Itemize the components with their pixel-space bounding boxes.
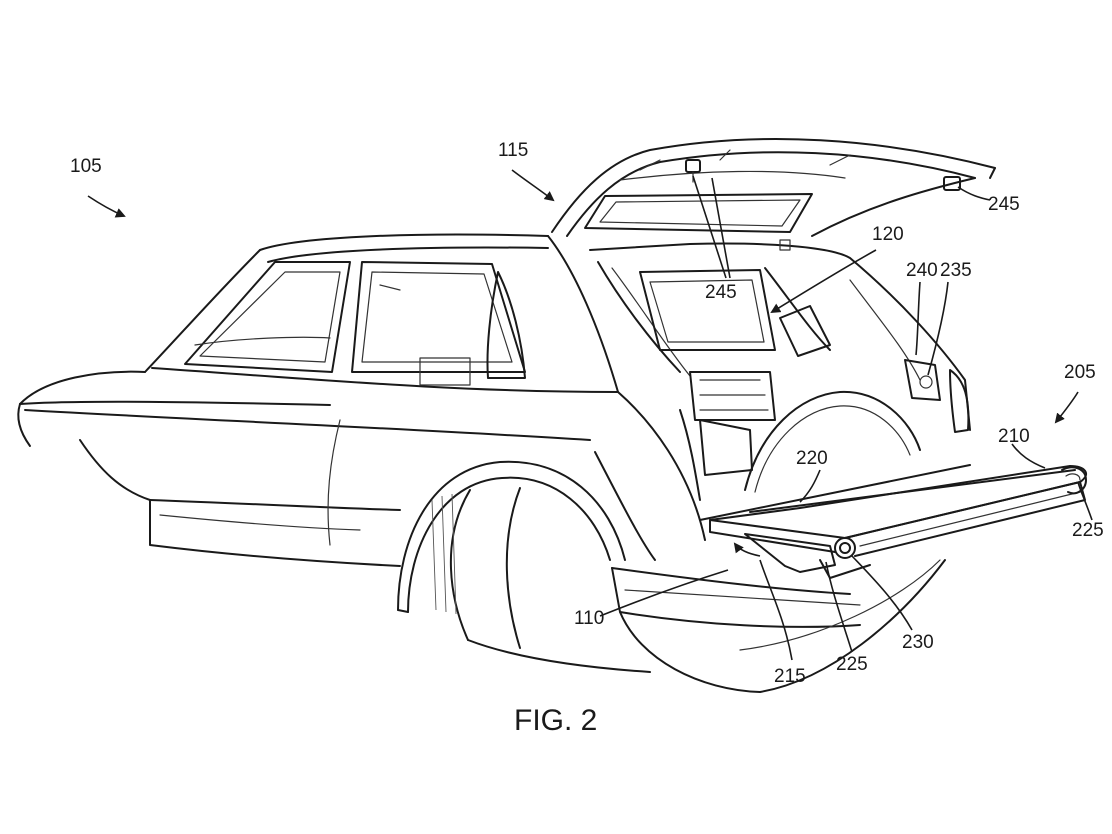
ref-225-right: 225 xyxy=(1072,520,1104,541)
slide-out-tray xyxy=(709,465,1088,579)
ref-110: 110 xyxy=(574,608,604,629)
ref-245-top: 245 xyxy=(988,194,1020,215)
cargo-area xyxy=(589,242,971,521)
ref-245-mid: 245 xyxy=(705,282,737,303)
liftgate xyxy=(551,137,996,251)
ref-235: 235 xyxy=(940,260,972,281)
ref-230: 230 xyxy=(902,632,934,653)
vehicle-body xyxy=(17,233,946,693)
reference-numerals: 105 115 120 245 245 240 235 205 210 220 … xyxy=(70,140,1104,687)
ref-120: 120 xyxy=(872,224,904,245)
figure-caption: FIG. 2 xyxy=(514,704,597,737)
ref-215: 215 xyxy=(774,666,806,687)
ref-205: 205 xyxy=(1064,362,1096,383)
ref-240: 240 xyxy=(906,260,938,281)
ref-225-bottom: 225 xyxy=(836,654,868,675)
ref-210: 210 xyxy=(998,426,1030,447)
ref-115: 115 xyxy=(498,140,528,161)
ref-105: 105 xyxy=(70,156,102,177)
ref-220: 220 xyxy=(796,448,828,469)
leader-lines xyxy=(87,169,1093,661)
